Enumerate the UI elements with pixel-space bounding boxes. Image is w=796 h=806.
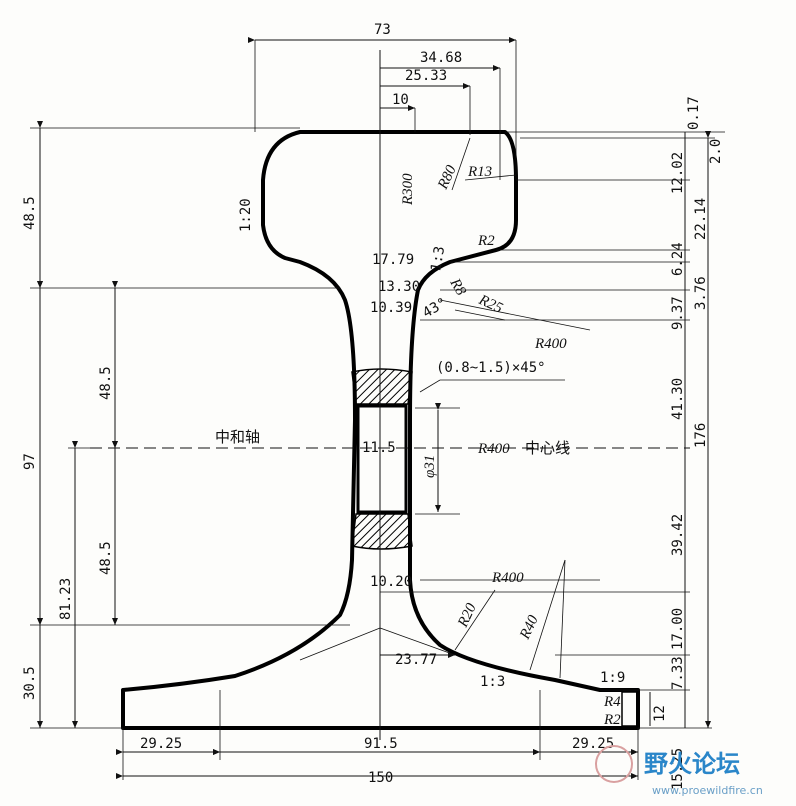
dim-29-25-left: 29.25 <box>140 736 182 752</box>
dim-9-37: 9.37 <box>670 296 686 330</box>
dim-41-30: 41.30 <box>670 378 686 420</box>
dim-91-5: 91.5 <box>364 736 398 752</box>
dim-17-00: 17.00 <box>670 608 686 650</box>
dim-2-0: 2.0 <box>708 139 724 164</box>
label-chamfer: (0.8~1.5)×45° <box>436 360 546 376</box>
dim-3-76: 3.76 <box>693 276 709 310</box>
dim-34-68: 34.68 <box>420 50 462 66</box>
label-neutral-axis: 中和轴 <box>215 428 260 446</box>
label-43-deg: 43° <box>420 295 450 322</box>
label-23-77: 23.77 <box>395 652 437 668</box>
dim-left-30-5: 30.5 <box>22 666 38 700</box>
label-10-20: 10.20 <box>370 574 412 590</box>
web-labels: (0.8~1.5)×45° 11.5 φ31 中和轴 R400 中心线 10.2… <box>215 360 668 728</box>
rail-outline <box>121 130 640 730</box>
label-r400-base: R400 <box>491 570 524 586</box>
label-phi31: φ31 <box>422 455 438 478</box>
dim-left-97: 97 <box>22 453 38 470</box>
right-dimensions <box>410 131 725 729</box>
dim-22-14: 22.14 <box>693 198 709 240</box>
dim-150: 150 <box>368 770 393 786</box>
label-13-30: 13.30 <box>378 279 420 295</box>
label-r400-mid: R400 <box>477 441 510 457</box>
dim-left-48-5-mid: 48.5 <box>98 366 114 400</box>
label-17-79: 17.79 <box>372 252 414 268</box>
label-1-3-base: 1:3 <box>480 674 505 690</box>
label-r13: R13 <box>467 164 492 180</box>
label-r25: R25 <box>475 292 505 317</box>
label-r2: R2 <box>477 233 495 249</box>
dim-0-17: 0.17 <box>686 96 702 130</box>
left-dimension-labels: 48.5 48.5 97 48.5 81.23 30.5 <box>22 196 114 700</box>
watermark-url: www.proewildfire.cn <box>652 784 763 797</box>
label-r8: R8 <box>446 275 469 299</box>
label-r20: R20 <box>455 601 480 631</box>
label-center-line: 中心线 <box>525 439 570 457</box>
label-1-20: 1:20 <box>238 198 254 232</box>
label-10-39: 10.39 <box>370 300 412 316</box>
dim-25-33: 25.33 <box>405 68 447 84</box>
right-dimension-labels: 0.17 2.0 12.02 22.14 6.24 3.76 9.37 41.3… <box>670 96 724 790</box>
dim-12-02: 12.02 <box>670 152 686 194</box>
watermark-text: 野火论坛 <box>644 750 740 778</box>
hatch-regions <box>351 368 413 550</box>
label-r4: R4 <box>603 694 621 710</box>
dim-left-48-5-top: 48.5 <box>22 196 38 230</box>
label-11-5: 11.5 <box>362 440 396 456</box>
top-dimension-labels: 73 34.68 25.33 10 <box>374 22 462 108</box>
bottom-dimensions <box>116 690 639 780</box>
dim-39-42: 39.42 <box>670 514 686 556</box>
label-12: 12 <box>652 705 668 722</box>
label-r40: R40 <box>517 613 542 643</box>
dim-6-24: 6.24 <box>670 242 686 276</box>
dim-left-48-5-low: 48.5 <box>98 541 114 575</box>
watermark-logo-icon <box>595 745 633 783</box>
dim-15-25: 15.25 <box>670 748 686 790</box>
dim-7-33: 7.33 <box>670 656 686 690</box>
leader-lines <box>299 137 651 727</box>
dim-176: 176 <box>693 423 709 448</box>
label-1-9: 1:9 <box>600 670 625 686</box>
label-r300: R300 <box>400 173 416 206</box>
label-r400-head: R400 <box>534 336 567 352</box>
label-1-3-head: 1:3 <box>428 245 448 273</box>
dim-29-25-right: 29.25 <box>572 736 614 752</box>
dim-left-81-23: 81.23 <box>58 578 74 620</box>
label-r2-base: R2 <box>603 712 621 728</box>
watermark: 野火论坛 www.proewildfire.cn <box>595 745 763 797</box>
dim-10: 10 <box>392 92 409 108</box>
top-dimensions <box>248 37 517 180</box>
bottom-dimension-labels: 29.25 91.5 29.25 150 <box>140 736 614 786</box>
dim-73: 73 <box>374 22 391 38</box>
left-dimensions <box>30 121 350 729</box>
